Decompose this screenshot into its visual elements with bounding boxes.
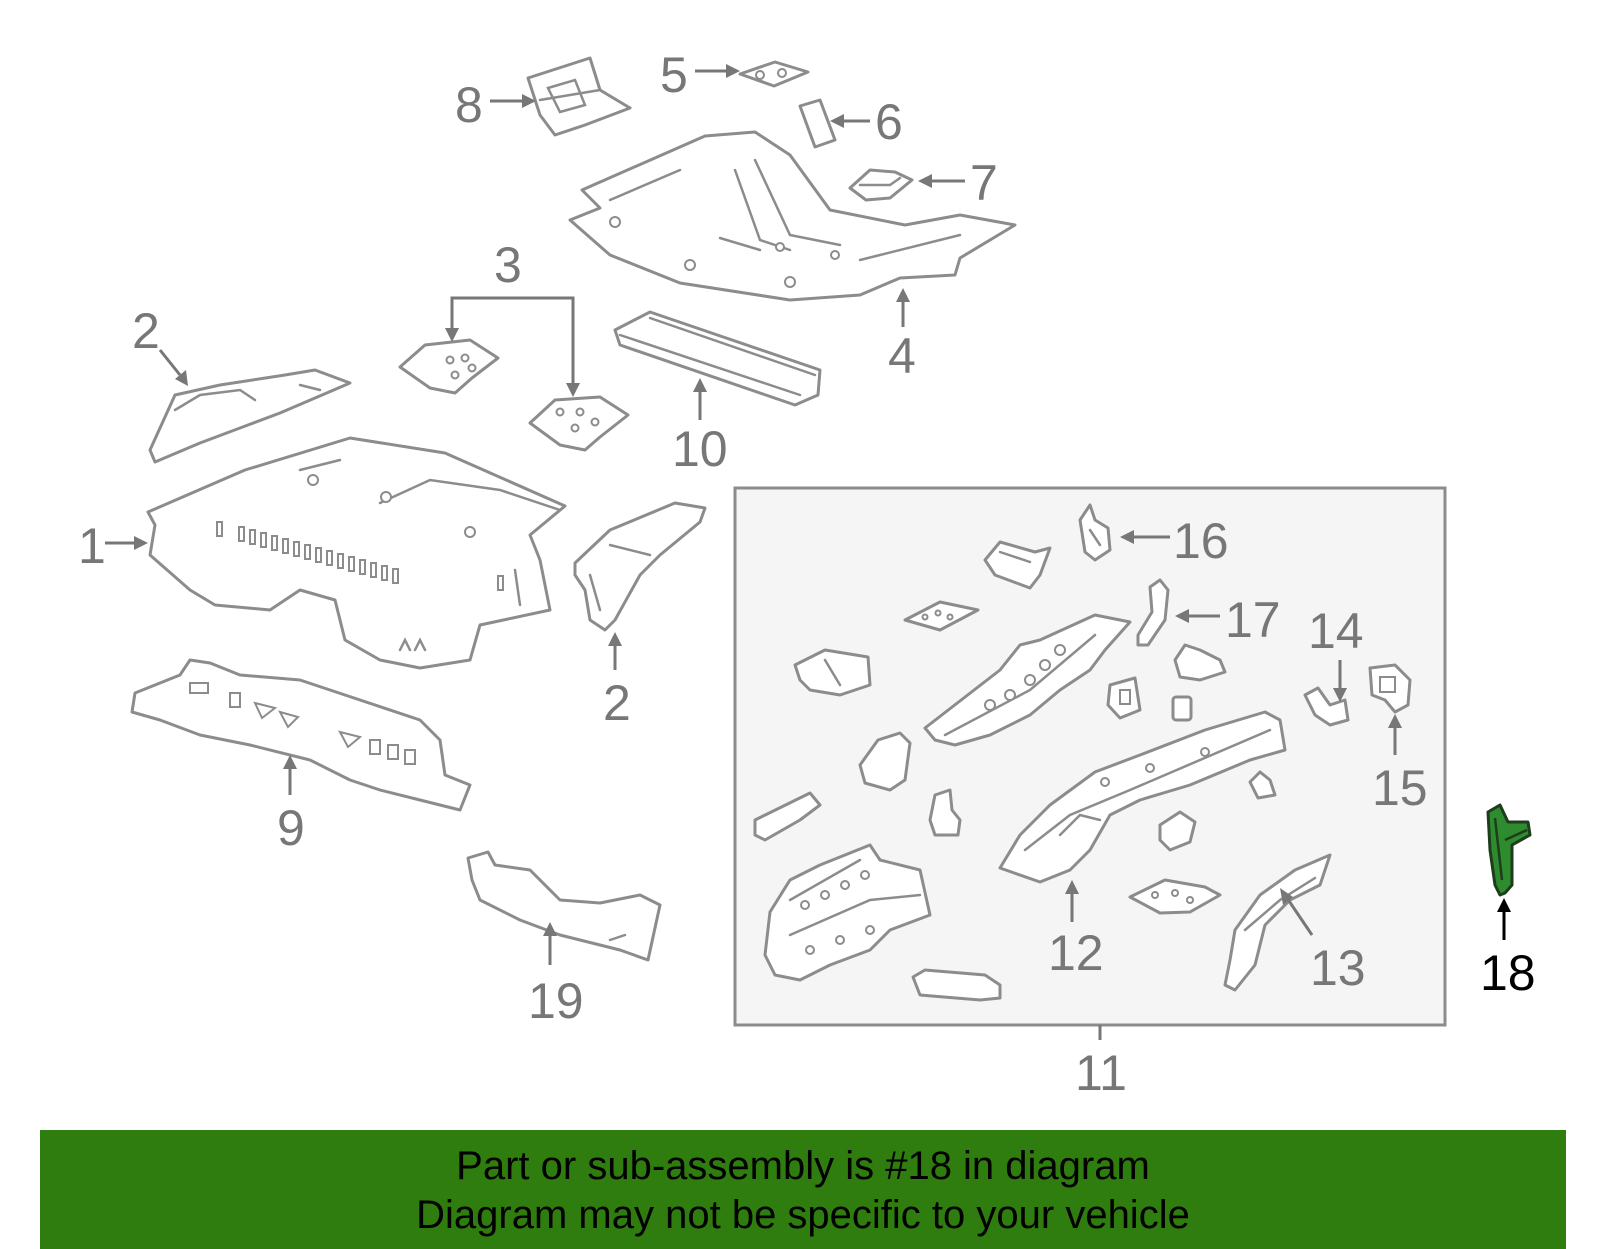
part-17[interactable] xyxy=(1136,578,1170,647)
part-11-plate-mid[interactable] xyxy=(1128,878,1222,915)
part-7[interactable] xyxy=(848,168,914,202)
leader-2a xyxy=(158,349,188,386)
part-11-tab[interactable] xyxy=(928,788,962,837)
floor-slots xyxy=(216,521,504,591)
part-2-right[interactable] xyxy=(573,501,707,632)
part-15[interactable] xyxy=(1368,663,1412,714)
part-8[interactable] xyxy=(526,56,632,137)
leader-17 xyxy=(1175,609,1220,623)
part-11-pad[interactable] xyxy=(1158,810,1197,852)
label-7[interactable]: 7 xyxy=(970,155,998,211)
part-11-bracket-left[interactable] xyxy=(793,648,872,697)
leader-6 xyxy=(830,114,870,128)
leader-9 xyxy=(283,755,297,795)
part-11-rail-small[interactable] xyxy=(753,791,822,842)
part-11-gusset[interactable] xyxy=(858,731,912,792)
label-18[interactable]: 18 xyxy=(1480,945,1536,1001)
part-11-bushing[interactable] xyxy=(1171,695,1193,722)
part-3b[interactable] xyxy=(528,395,630,452)
leader-8 xyxy=(490,94,536,108)
label-2b[interactable]: 2 xyxy=(603,675,631,731)
label-3[interactable]: 3 xyxy=(494,237,522,293)
part-11-small-bracket[interactable] xyxy=(1248,770,1277,800)
leader-16 xyxy=(1120,530,1170,544)
label-15[interactable]: 15 xyxy=(1372,760,1428,816)
leader-2b xyxy=(608,632,622,670)
part-12[interactable] xyxy=(998,710,1287,884)
banner-line-1: Part or sub-assembly is #18 in diagram xyxy=(456,1144,1150,1188)
part-3a[interactable] xyxy=(398,338,500,395)
part-11-rail-left[interactable] xyxy=(923,613,1132,747)
part-11-plate-small[interactable] xyxy=(903,600,980,632)
part-11-frame-rear[interactable] xyxy=(763,843,932,982)
part-18-highlighted[interactable] xyxy=(1486,803,1532,897)
leader-19 xyxy=(543,922,557,965)
part-11-bar[interactable] xyxy=(911,968,1002,1002)
part-4[interactable] xyxy=(568,130,1017,302)
leader-10 xyxy=(693,378,707,420)
label-11[interactable]: 11 xyxy=(1075,1045,1127,1101)
label-5[interactable]: 5 xyxy=(660,47,688,103)
leader-15 xyxy=(1388,714,1402,755)
label-13[interactable]: 13 xyxy=(1310,940,1366,996)
label-6[interactable]: 6 xyxy=(875,94,903,150)
label-1[interactable]: 1 xyxy=(78,518,106,574)
label-2a[interactable]: 2 xyxy=(132,303,160,359)
part-13[interactable] xyxy=(1223,853,1332,992)
leader-5 xyxy=(695,64,740,78)
leader-13 xyxy=(1280,888,1314,936)
part-6[interactable] xyxy=(798,98,837,149)
leader-1 xyxy=(105,536,148,550)
part-14[interactable] xyxy=(1303,686,1350,727)
part-11-bracket-mid[interactable] xyxy=(1173,643,1227,682)
leader-12 xyxy=(1065,880,1079,922)
label-12[interactable]: 12 xyxy=(1048,925,1104,981)
leader-18 xyxy=(1497,898,1511,940)
part-11-block[interactable] xyxy=(1106,676,1142,720)
part-2-left[interactable] xyxy=(148,368,352,464)
label-10[interactable]: 10 xyxy=(672,421,728,477)
label-16[interactable]: 16 xyxy=(1173,513,1229,569)
info-banner: Part or sub-assembly is #18 in diagram D… xyxy=(40,1130,1566,1249)
part-11-bracket-top[interactable] xyxy=(983,540,1052,590)
banner-line-2: Diagram may not be specific to your vehi… xyxy=(416,1193,1190,1237)
label-14[interactable]: 14 xyxy=(1308,603,1364,659)
label-8[interactable]: 8 xyxy=(455,77,483,133)
label-17[interactable]: 17 xyxy=(1225,592,1281,648)
leader-4 xyxy=(896,288,910,327)
leader-14 xyxy=(1333,660,1347,702)
leader-7 xyxy=(918,174,965,188)
label-9[interactable]: 9 xyxy=(277,800,305,856)
part-16[interactable] xyxy=(1078,503,1112,562)
part-10[interactable] xyxy=(613,310,822,407)
label-4[interactable]: 4 xyxy=(888,328,916,384)
leader-3 xyxy=(445,296,580,397)
part-19[interactable] xyxy=(466,850,662,962)
part-5[interactable] xyxy=(738,60,810,88)
part-9[interactable] xyxy=(130,658,472,812)
part-1[interactable] xyxy=(146,436,567,670)
label-19[interactable]: 19 xyxy=(528,973,584,1029)
